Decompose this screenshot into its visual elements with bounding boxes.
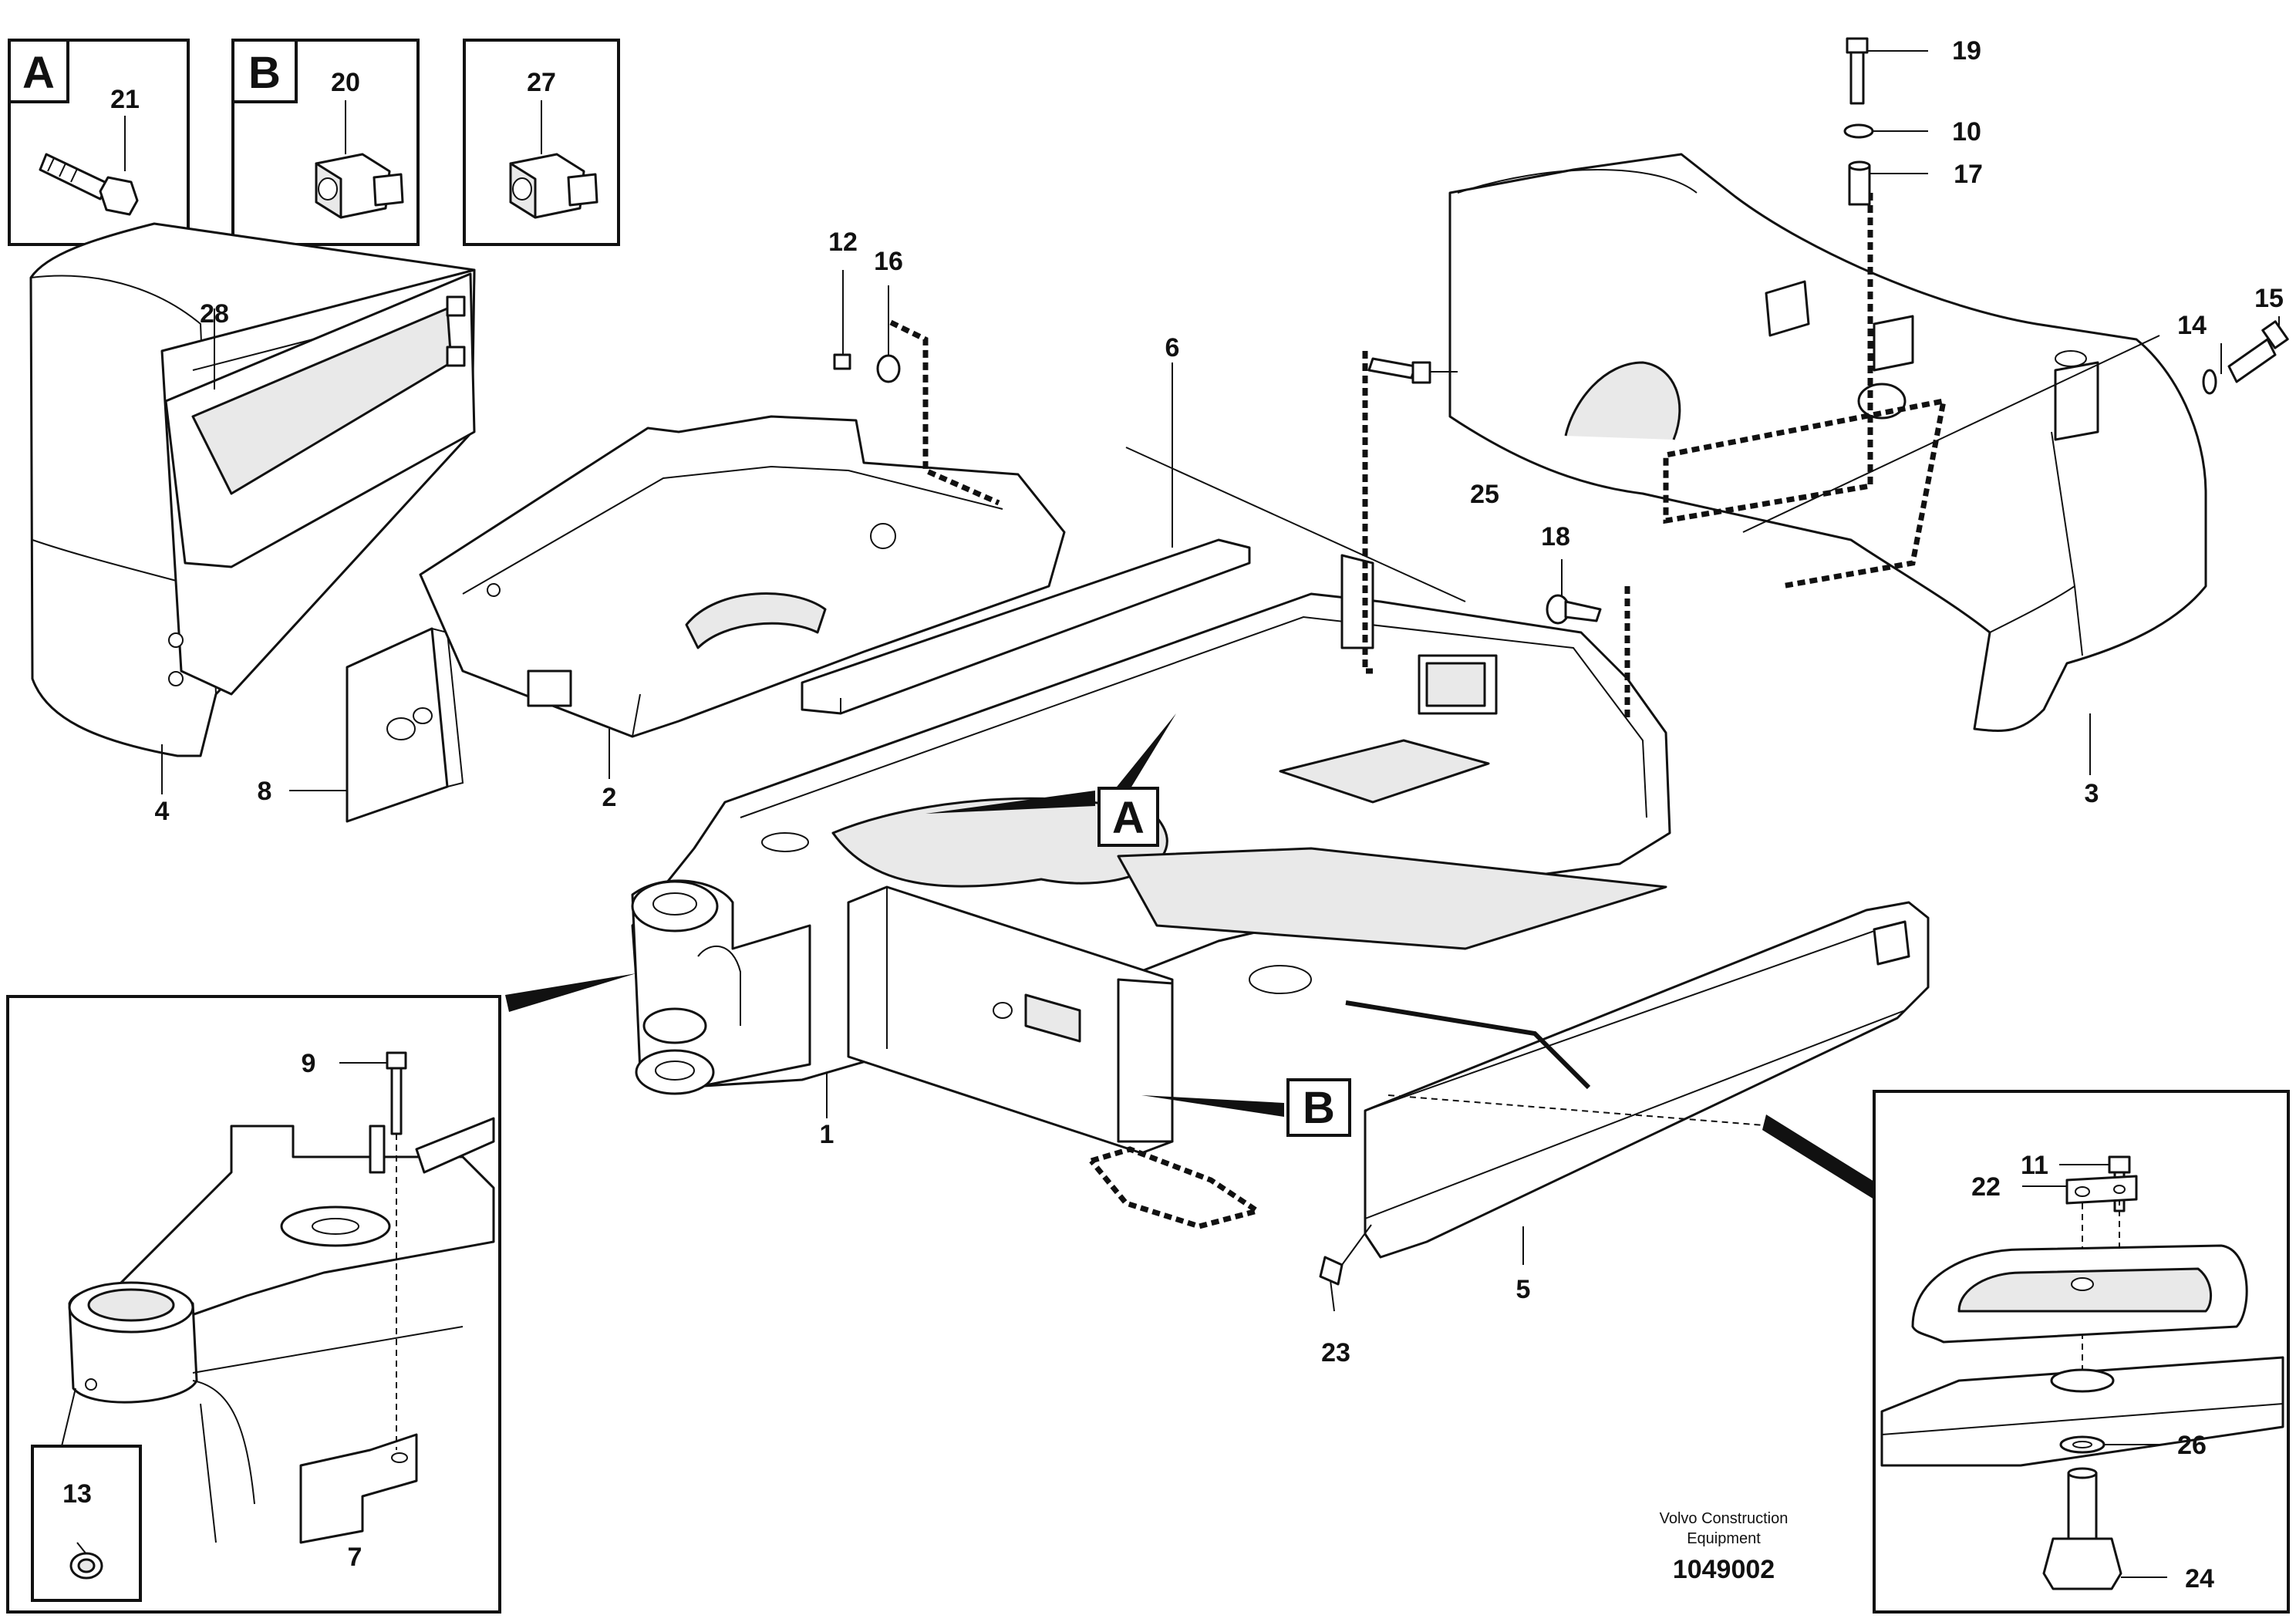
part-label-15: 15 (2254, 284, 2284, 313)
part-label-12: 12 (828, 228, 858, 257)
washer-16-icon (876, 354, 901, 383)
callout-b-letter: B (1303, 1083, 1335, 1133)
part-label-22: 22 (1971, 1172, 2001, 1202)
detail-box-b-part-number: 20 (331, 68, 360, 97)
part-label-10: 10 (1952, 117, 1981, 147)
part-label-1: 1 (820, 1120, 834, 1149)
sub-frame (419, 415, 1066, 738)
part-label-13: 13 (62, 1479, 92, 1509)
washer-10-icon (1843, 123, 1928, 139)
bolt-25-icon (1367, 357, 1431, 384)
part-label-7: 7 (348, 1543, 362, 1572)
right-side-cover (1364, 901, 1930, 1259)
cage-nut-icon (315, 153, 404, 219)
detail-box-a-letter: A (22, 48, 55, 98)
part-label-24: 24 (2185, 1564, 2214, 1593)
leaders (161, 270, 2280, 1531)
bolt-12-icon (833, 353, 851, 370)
part-label-4: 4 (155, 797, 170, 826)
detail-box-extra-part-number: 27 (527, 68, 556, 97)
bolt-15-icon (2227, 320, 2289, 383)
counterweight (1448, 153, 2207, 732)
cage-nut-icon (69, 1542, 103, 1580)
part-label-17: 17 (1954, 160, 1983, 189)
rubber-pad (346, 627, 464, 823)
bolt-23-icon (1319, 1224, 1372, 1286)
bolt-19-icon (1846, 37, 1928, 105)
manufacturer-line-1: Volvo Construction (1660, 1510, 1789, 1527)
detail-view-right (1345, 1000, 2290, 1614)
part-label-2: 2 (602, 783, 617, 812)
washer-14-icon (2202, 369, 2217, 395)
part-label-11: 11 (2021, 1151, 2048, 1180)
part-label-8: 8 (258, 777, 272, 806)
part-label-18: 18 (1541, 522, 1570, 551)
detail-box-a: A 21 (8, 39, 190, 246)
callout-b: B (1141, 1078, 1351, 1137)
part-label-3: 3 (2085, 779, 2099, 808)
callout-a-letter: A (1112, 793, 1145, 843)
drawing-number: 1049002 (1673, 1555, 1775, 1584)
detail-box-extra: 27 (463, 39, 620, 246)
callout-a: A (925, 713, 1176, 847)
manufacturer-line-2: Equipment (1687, 1530, 1761, 1547)
grease-nipple-18-icon (1546, 594, 1602, 625)
part-number-labels: 1 2 3 4 5 6 7 8 9 10 11 12 13 14 15 16 1… (62, 36, 2284, 1593)
side-panel (164, 272, 476, 568)
part-label-5: 5 (1516, 1275, 1531, 1304)
part-label-9: 9 (302, 1049, 316, 1078)
drawing-footer: Volvo Construction Equipment 1049002 (1660, 1510, 1789, 1584)
part-label-25: 25 (1470, 480, 1499, 509)
part-label-14: 14 (2177, 311, 2207, 340)
detail-box-b-letter: B (248, 48, 281, 98)
part-label-23: 23 (1321, 1338, 1350, 1367)
assembly-paths (889, 193, 2160, 1229)
part-label-19: 19 (1952, 36, 1981, 66)
part-label-16: 16 (874, 247, 903, 276)
bolt-icon (39, 153, 139, 216)
detail-box-a-part-number: 21 (110, 85, 140, 114)
part-label-28: 28 (200, 299, 229, 329)
detail-box-b: B 20 (231, 39, 420, 246)
part-label-26: 26 (2177, 1431, 2207, 1460)
cage-nut-icon (509, 153, 598, 219)
spacer-17-icon (1848, 160, 1928, 206)
detail-view-left (6, 973, 636, 1614)
rubber-strip (801, 538, 1251, 715)
part-label-6: 6 (1165, 333, 1180, 363)
